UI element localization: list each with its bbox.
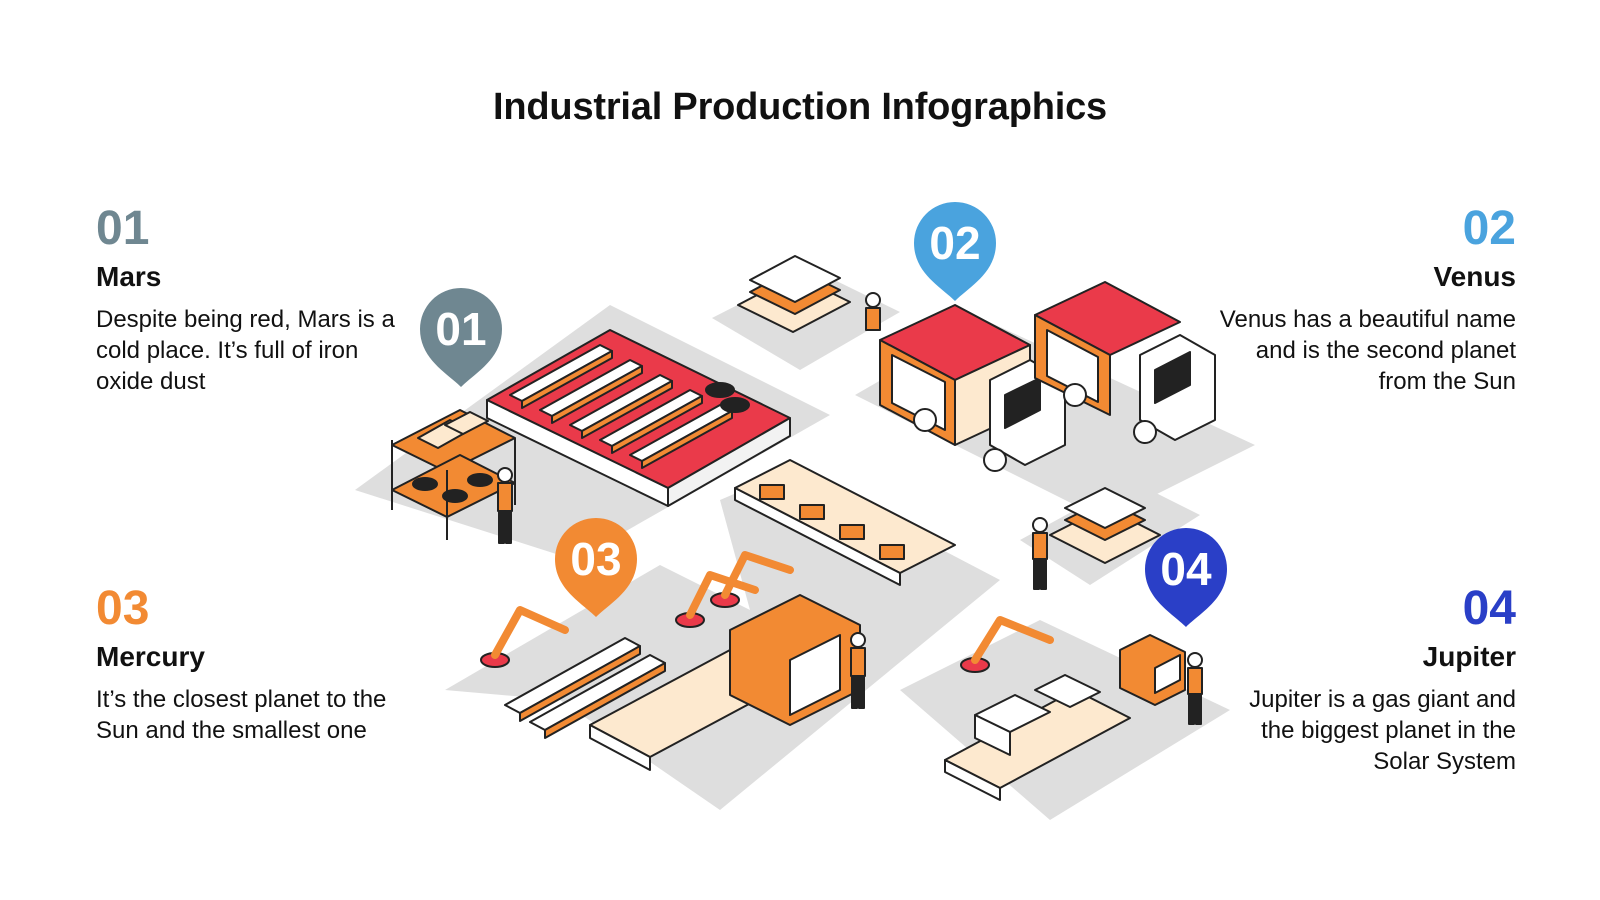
step-description: Jupiter is a gas giant and the biggest p… [1249,686,1516,775]
step-number: 01 [96,202,150,255]
packing-station [944,487,1203,801]
step-number: 04 [1462,582,1516,635]
pin-04: 04 [1145,528,1227,627]
step-name: Venus [1433,261,1516,292]
step-number: 03 [96,582,150,635]
storage-area [391,329,791,544]
pin-03: 03 [555,518,637,617]
pin-01: 01 [420,288,502,387]
pin-02: 02 [914,202,996,301]
assembly-line [480,459,956,771]
step-number: 02 [1462,202,1516,255]
pin-label: 04 [1160,543,1212,595]
step-description: It’s the closest planet to the Sun and t… [96,686,387,744]
step-block-mercury: 03 Mercury It’s the closest planet to th… [96,582,396,746]
pin-label: 02 [929,217,980,269]
pin-label: 01 [435,303,486,355]
step-block-venus: 02 Venus Venus has a beautiful name and … [1216,202,1516,397]
step-name: Jupiter [1422,641,1516,672]
loading-dock [737,255,1216,472]
pin-label: 03 [570,533,621,585]
step-description: Venus has a beautiful name and is the se… [1219,306,1516,395]
step-block-mars: 01 Mars Despite being red, Mars is a col… [96,202,396,397]
step-name: Mercury [96,641,205,672]
step-block-jupiter: 04 Jupiter Jupiter is a gas giant and th… [1216,582,1516,777]
page-title: Industrial Production Infographics [493,86,1107,128]
step-description: Despite being red, Mars is a cold place.… [96,306,395,395]
step-name: Mars [96,261,162,292]
